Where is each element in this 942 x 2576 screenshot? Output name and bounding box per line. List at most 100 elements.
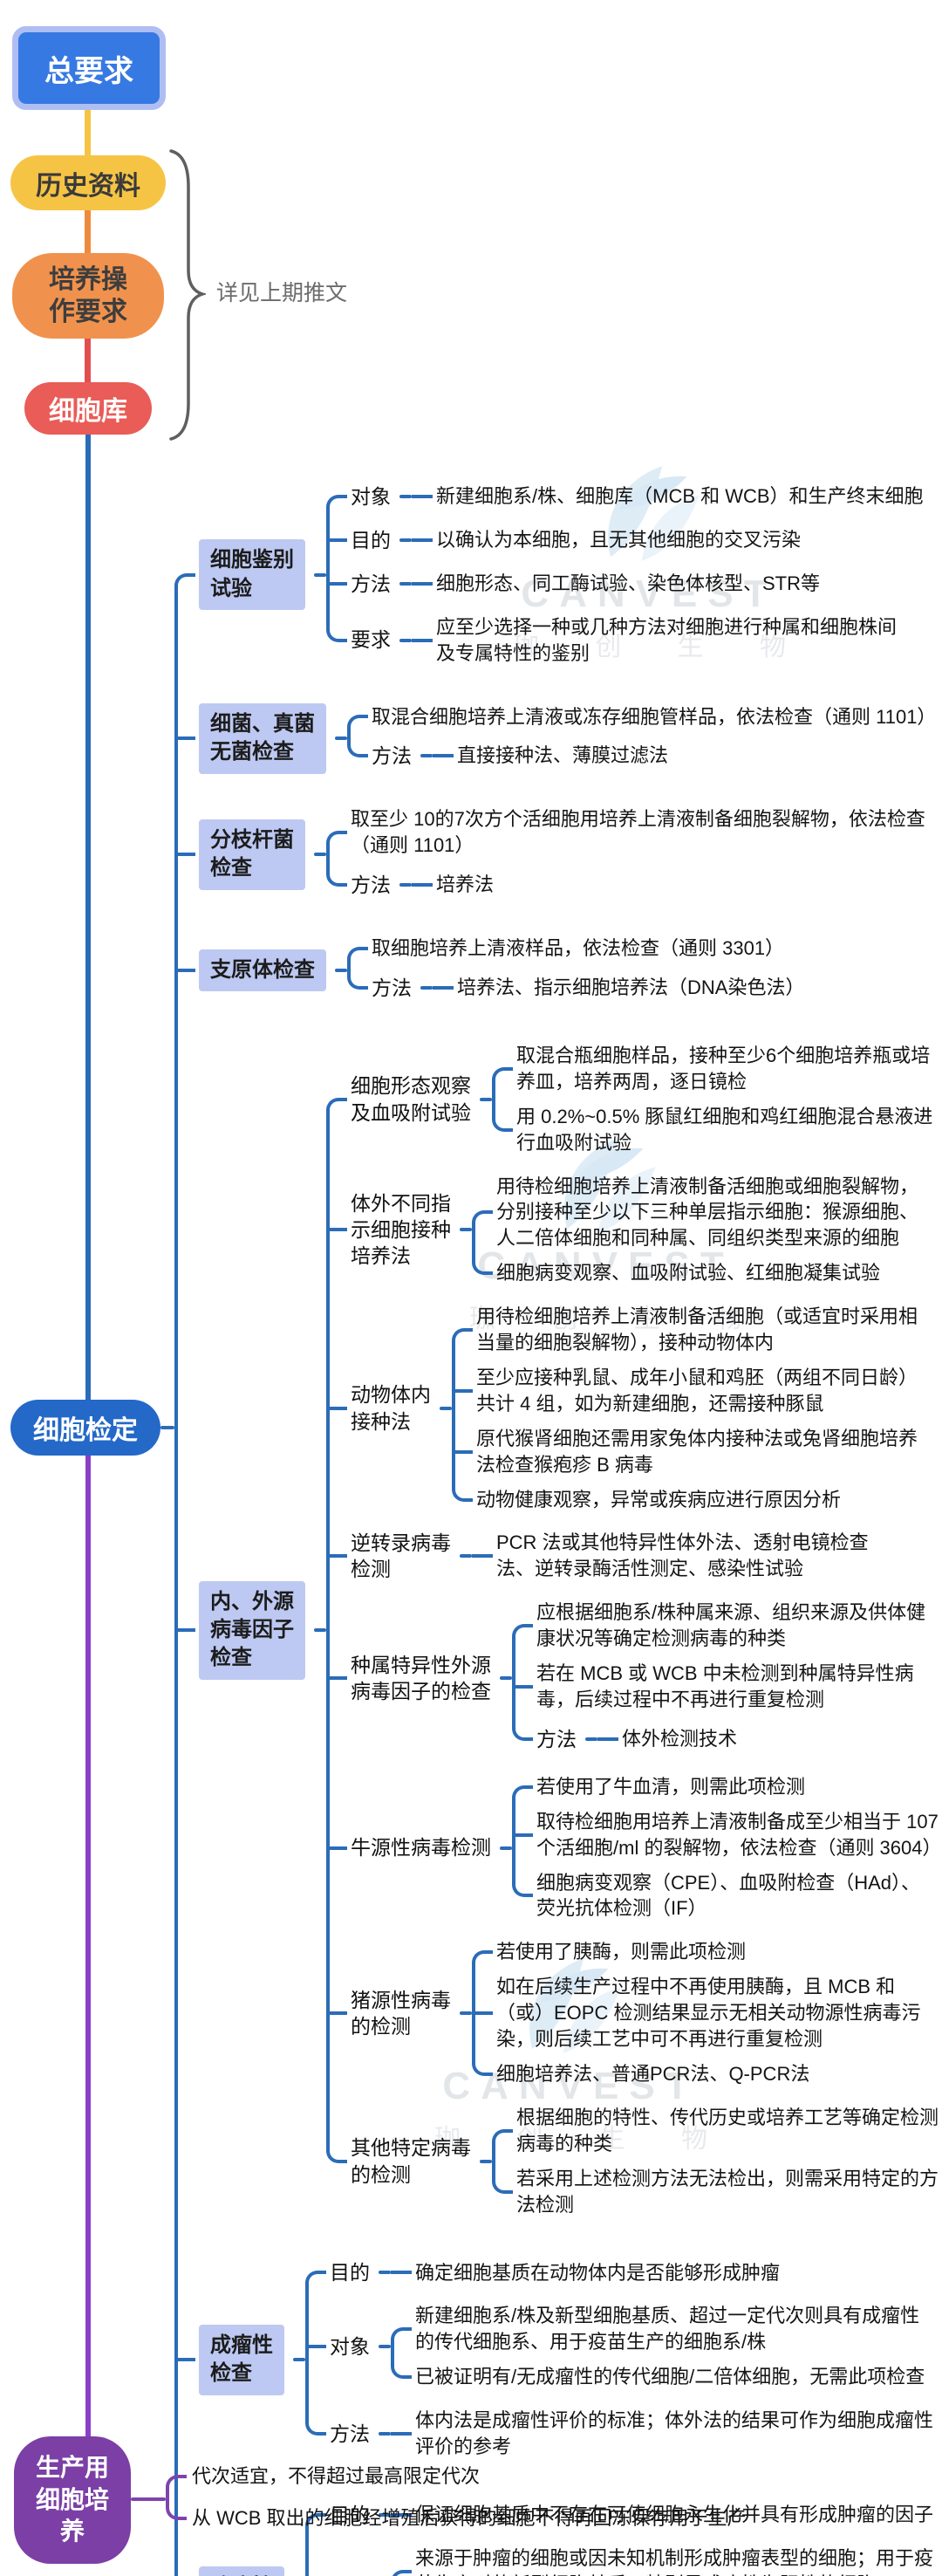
branch-label[interactable]: 动物体内 接种法	[351, 1383, 431, 1433]
leaf-text[interactable]: 若使用了胰酶，则需此项检测	[496, 1941, 747, 1963]
branch-box[interactable]: 支原体检查	[199, 949, 326, 992]
node-production-cell-culture[interactable]: 生产用 细胞培 养	[14, 2436, 131, 2564]
leaf-text[interactable]: 取待检细胞用培养上清液制备成至少相当于 107 个活细胞/ml 的裂解物，依法检…	[536, 1810, 942, 1859]
leaf-text[interactable]: 取至少 10的7次方个活细胞用培养上清液制备细胞裂解物，依法检查 （通则 110…	[351, 808, 925, 857]
children-group: 新建细胞系/株及新型细胞基质、超过一定代次则具有成瘤性 的传代细胞系、用于疫苗生…	[391, 2299, 925, 2394]
leaf-text[interactable]: 体外检测技术	[622, 1727, 738, 1750]
leaf-text[interactable]: 应至少选择一种或几种方法对细胞进行种属和细胞株间 及专属特性的鉴别	[436, 615, 898, 664]
branch-label[interactable]: 方法	[372, 744, 412, 768]
branch-label[interactable]: 目的	[330, 2503, 370, 2526]
leaf-text[interactable]: 取细胞培养上清液样品，依法检查（通则 3301）	[372, 937, 785, 960]
leaf-text[interactable]: 细胞病变观察（CPE）、血吸附检查（HAd）、 荧光抗体检测（IF）	[536, 1871, 921, 1920]
branch-box[interactable]: 致瘤性 检查	[199, 2566, 284, 2576]
children-group: 取混合细胞培养上清液或冻存细胞管样品，依法检查（通则 1101） 方法 直接接种法、…	[347, 700, 936, 778]
leaf-text[interactable]: PCR 法或其他特异性体外法、透射电镜检查 法、逆转录酶活性测定、感染性试验	[496, 1531, 869, 1580]
branch-label[interactable]: 方法	[351, 572, 391, 595]
tree-node: 细胞鉴别 试验 对象 新建细胞系/株、细胞库（MCB 和 WCB）和生产终末细胞目的…	[174, 462, 939, 688]
tree-node: 取至少 10的7次方个活细胞用培养上清液制备细胞裂解物，依法检查 （通则 110…	[326, 802, 925, 863]
leaf-text[interactable]: 培养法	[436, 874, 495, 896]
leaf-text[interactable]: 直接接种法、薄膜过滤法	[457, 744, 669, 767]
branch-label[interactable]: 方法	[330, 2422, 370, 2445]
tree-node: 取混合细胞培养上清液或冻存细胞管样品，依法检查（通则 1101）	[347, 700, 936, 735]
production-branch-stub	[131, 2497, 166, 2501]
branch-box[interactable]: 细胞鉴别 试验	[199, 539, 305, 611]
branch-box[interactable]: 分枝杆菌 检查	[199, 819, 305, 890]
watermark-brand: CANVEST	[521, 572, 778, 615]
leaf-text[interactable]: 取混合细胞培养上清液或冻存细胞管样品，依法检查（通则 1101）	[372, 705, 937, 728]
branch-label[interactable]: 逆转录病毒 检测	[351, 1531, 451, 1581]
branch-label[interactable]: 种属特异性外源 病毒因子的检查	[351, 1653, 491, 1703]
branch-box[interactable]: 内、外源 病毒因子 检查	[199, 1580, 305, 1680]
children-group: PCR 法或其他特异性体外法、透射电镜检查 法、逆转录酶活性测定、感染性试验	[472, 1525, 869, 1586]
branch-label[interactable]: 方法	[351, 873, 391, 896]
node-culture-operation-requirements[interactable]: 培养操 作要求	[12, 253, 164, 339]
leaf-text[interactable]: 代次适宜，不得超过最高限定代次	[192, 2465, 481, 2487]
branch-box[interactable]: 成瘤性 检查	[199, 2324, 284, 2395]
leaf-text[interactable]: 根据细胞的特性、传代历史或培养工艺等确定检测 病毒的种类	[516, 2106, 939, 2155]
leaf-text[interactable]: 新建细胞系/株及新型细胞基质、超过一定代次则具有成瘤性 的传代细胞系、用于疫苗生…	[415, 2305, 920, 2353]
branch-label[interactable]: 目的	[330, 2261, 370, 2285]
leaf-text[interactable]: 用 0.2%~0.5% 豚鼠红细胞和鸡红细胞混合悬液进 行血吸附试验	[516, 1105, 933, 1154]
leaf-text[interactable]: 若在 MCB 或 WCB 中未检测到种属特异性病 毒，后续过程中不再进行重复检测	[536, 1662, 914, 1710]
branch-label[interactable]: 对象	[330, 2335, 370, 2359]
tree-node: 从 WCB 取出的细胞经增殖后获得的细胞不得再回冻保存用于生产	[166, 2497, 933, 2539]
children-group: 直接接种法、薄膜过滤法	[433, 738, 668, 773]
children-group: 取细胞培养上清液样品，依法检查（通则 3301） 方法 培养法、指示细胞培养法（DN…	[347, 931, 804, 1010]
branch-label[interactable]: 要求	[351, 628, 391, 652]
branch-label[interactable]: 方法	[536, 1727, 577, 1750]
tree-node: 新建细胞系/株及新型细胞基质、超过一定代次则具有成瘤性 的传代细胞系、用于疫苗生…	[391, 2299, 925, 2360]
curly-brace	[169, 149, 206, 441]
branch-label[interactable]: 细胞形态观察 及血吸附试验	[351, 1074, 471, 1124]
branch-label[interactable]: 方法	[372, 976, 412, 999]
leaf-text[interactable]: 已被证明有/无成瘤性的传代细胞/二倍体细胞，无需此项检查	[415, 2366, 925, 2388]
watermark-brand: CANVEST	[477, 1244, 734, 1287]
node-historical-data[interactable]: 历史资料	[10, 155, 166, 210]
leaf-text[interactable]: 如在后续生产过程中不再使用胰酶，且 MCB 和 （或）EOPC 检测结果显示无相…	[496, 1976, 921, 2051]
leaf-text[interactable]: 用待检细胞培养上清液制备活细胞或细胞裂解物， 分别接种至少以下三种单层指示细胞：…	[496, 1175, 919, 1250]
branch-label[interactable]: 对象	[351, 484, 391, 508]
tree-node: 动物健康观察，异常或疾病应进行原因分析	[452, 1482, 918, 1518]
connector-stub	[480, 1097, 492, 1101]
spine-segment-yellow	[85, 110, 91, 157]
connector-stub	[379, 2345, 391, 2349]
leaf-text[interactable]: 来源于肿瘤的细胞或因未知机制形成肿瘤表型的细胞；用于疫 苗生产时的新型细胞基质，…	[415, 2546, 934, 2576]
leaf-text[interactable]: 以确认为本细胞，且无其他细胞的交叉污染	[436, 528, 802, 551]
tree-node: 对象 新建细胞系/株及新型细胞基质、超过一定代次则具有成瘤性 的传代细胞系、用于疫…	[305, 2294, 933, 2399]
leaf-text[interactable]: 细胞形态、同工酶试验、染色体核型、STR等	[436, 572, 821, 594]
leaf-text[interactable]: 若采用上述检测方法无法检出，则需采用特定的方 法检测	[516, 2167, 939, 2216]
branch-label[interactable]: 目的	[351, 528, 391, 552]
leaf-text[interactable]: 确定细胞基质在动物体内是否能够形成肿瘤	[415, 2261, 781, 2284]
connector-stub	[480, 2159, 492, 2163]
leaf-text[interactable]: 应根据细胞系/株种属来源、组织来源及供体健 康状况等确定检测病毒的种类	[536, 1601, 926, 1650]
leaf-text[interactable]: 从 WCB 取出的细胞经增殖后获得的细胞不得再回冻保存用于生产	[192, 2506, 747, 2529]
leaf-text[interactable]: 至少应接种乳鼠、成年小鼠和鸡胚（两组不同日龄） 共计 4 组，如为新建细胞，还需…	[476, 1366, 918, 1415]
branch-label[interactable]: 其他特定病毒 的检测	[351, 2136, 471, 2186]
watermark-cn: 珈 创 生 物	[469, 1305, 768, 1333]
branch-label[interactable]: 猪源性病毒 的检测	[351, 1988, 451, 2038]
leaf-text[interactable]: 新建细胞系/株、细胞库（MCB 和 WCB）和生产终末细胞	[436, 485, 924, 507]
tree-node: 其他特定病毒 的检测根据细胞的特性、传代历史或培养工艺等确定检测 病毒的种类若采…	[326, 2095, 939, 2227]
leaf-text[interactable]: 培养法、指示细胞培养法（DNA染色法）	[457, 976, 805, 998]
cell-testing-subtree: 细胞鉴别 试验对象新建细胞系/株、细胞库（MCB 和 WCB）和生产终末细胞目的…	[174, 462, 942, 2576]
connector-stub	[379, 2512, 391, 2517]
tree-node: 目的 以确认为本细胞，且无其他细胞的交叉污染	[326, 517, 924, 562]
tree-node: 对象 新建细胞系/株、细胞库（MCB 和 WCB）和生产终末细胞	[326, 475, 924, 518]
connector-stub	[420, 754, 433, 758]
branch-box[interactable]: 细菌、真菌 无菌检查	[199, 703, 326, 774]
node-overall-requirements[interactable]: 总要求	[12, 26, 166, 110]
leaf-text[interactable]: 用待检细胞培养上清液制备活细胞（或适宜时采用相 当量的细胞裂解物），接种动物体内	[476, 1305, 918, 1354]
leaf-text[interactable]: 若使用了牛血清，则需此项检测	[536, 1775, 806, 1798]
branch-label[interactable]: 牛源性病毒检测	[351, 1836, 491, 1860]
leaf-text[interactable]: 动物健康观察，异常或疾病应进行原因分析	[476, 1488, 842, 1511]
leaf-text[interactable]: 取混合瓶细胞样品，接种至少6个细胞培养瓶或培 养皿，培养两周，逐日镜检	[516, 1044, 931, 1093]
leaf-text[interactable]: 体内法是成瘤性评价的标准；体外法的结果可作为细胞成瘤性 评价的参考	[415, 2409, 934, 2458]
node-cell-bank[interactable]: 细胞库	[24, 382, 152, 435]
tree-node: 细胞病变观察（CPE）、血吸附检查（HAd）、 荧光抗体检测（IF）	[512, 1865, 939, 1927]
leaf-text[interactable]: 细胞培养法、普通PCR法、Q-PCR法	[496, 2062, 810, 2085]
leaf-text[interactable]: 细胞病变观察、血吸附试验、红细胞凝集试验	[496, 1262, 881, 1285]
node-cell-testing[interactable]: 细胞检定	[10, 1400, 160, 1456]
branch-label[interactable]: 体外不同指 示细胞接种 培养法	[351, 1191, 451, 1268]
leaf-text[interactable]: 原代猴肾细胞还需用家兔体内接种法或兔肾细胞培养 法检查猴疱疹 B 病毒	[476, 1427, 918, 1476]
leaf-text[interactable]: 保证细胞基质中不存在可使细胞永生化并具有形成肿瘤的因子	[415, 2503, 934, 2525]
